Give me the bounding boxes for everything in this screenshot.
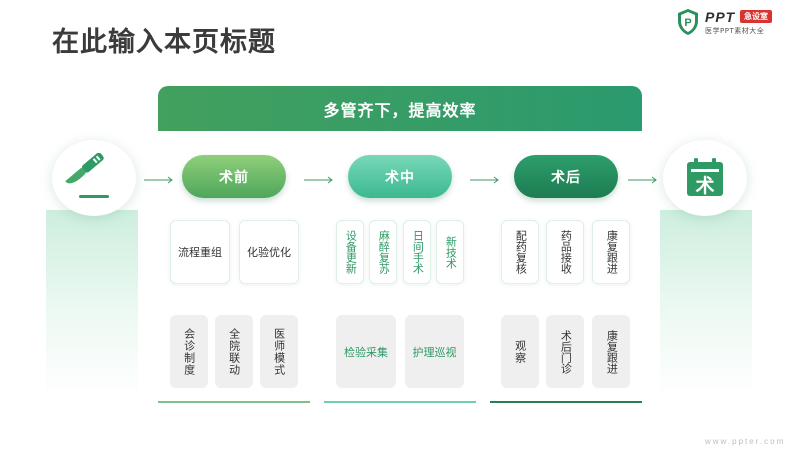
- card-process-reorg: 流程重组: [170, 220, 230, 284]
- card-label: 化验优化: [247, 246, 291, 259]
- card-label: 术后门诊: [559, 329, 573, 374]
- phase-underline-2: [324, 401, 476, 403]
- brand-logo: P PPT 急设室 医学PPT素材大全: [676, 8, 794, 38]
- page-title: 在此输入本页标题: [52, 27, 276, 58]
- flow-arrow-3: [470, 176, 499, 184]
- flow-arrow-1: [144, 176, 173, 184]
- logo-brand-text: PPT: [705, 9, 736, 25]
- card-label: 医师模式: [272, 327, 286, 376]
- card-observe: 观察: [501, 315, 539, 388]
- card-label: 药品接收: [559, 230, 573, 274]
- card-day-surgery: 日间手术: [403, 220, 431, 284]
- card-drug-receive: 药品接收: [546, 220, 584, 284]
- card-anesthesia-recovery: 麻醉复苏: [369, 220, 397, 284]
- card-label: 配药复核: [514, 230, 528, 274]
- card-specimen-collect: 检验采集: [336, 315, 396, 388]
- card-label: 检验采集: [344, 345, 388, 359]
- card-label: 流程重组: [178, 246, 222, 259]
- card-consult-system: 会诊制度: [170, 315, 208, 388]
- card-rehab-followup-top: 康复跟进: [592, 220, 630, 284]
- scalpel-badge: [52, 140, 136, 216]
- phase-underline-1: [158, 401, 310, 403]
- card-label: 全院联动: [227, 327, 241, 376]
- card-label: 设备更新: [344, 230, 358, 274]
- card-equipment-update: 设备更新: [336, 220, 364, 284]
- card-label: 新技术: [444, 235, 458, 269]
- footer-url: www.ppter.com: [705, 437, 786, 446]
- card-physician-mode: 医师模式: [260, 315, 298, 388]
- card-lab-optimize: 化验优化: [239, 220, 299, 284]
- card-label: 日间手术: [411, 230, 425, 274]
- card-postop-clinic: 术后门诊: [546, 315, 584, 388]
- card-label: 护理巡视: [412, 345, 457, 359]
- flow-arrow-4: [628, 176, 657, 184]
- phase-postop: 术后: [514, 155, 618, 198]
- right-side-column: [660, 210, 752, 400]
- card-label: 康复跟进: [605, 329, 619, 374]
- surgery-sign-badge: 术: [663, 140, 747, 216]
- left-side-column: [46, 210, 138, 400]
- surgery-sign-icon: 术: [687, 158, 723, 197]
- card-label: 麻醉复苏: [377, 230, 391, 274]
- flow-arrow-2: [304, 176, 333, 184]
- card-hospital-link: 全院联动: [215, 315, 253, 388]
- card-new-tech: 新技术: [436, 220, 464, 284]
- phase-underline-3: [490, 401, 642, 403]
- card-nursing-rounds: 护理巡视: [405, 315, 464, 388]
- scalpel-icon: [65, 153, 109, 198]
- card-label: 观察: [513, 339, 527, 364]
- card-label: 康复跟进: [605, 230, 619, 274]
- shield-logo-icon: P: [678, 9, 698, 35]
- card-rehab-followup-bottom: 康复跟进: [592, 315, 630, 388]
- card-dispense-check: 配药复核: [501, 220, 539, 284]
- phase-intraop: 术中: [348, 155, 452, 198]
- logo-subtitle: 医学PPT素材大全: [705, 27, 765, 35]
- phase-preop: 术前: [182, 155, 286, 198]
- logo-badge: 急设室: [740, 10, 772, 23]
- banner-heading: 多管齐下，提高效率: [158, 86, 642, 131]
- card-label: 会诊制度: [182, 327, 196, 376]
- svg-text:P: P: [684, 17, 691, 29]
- surgery-sign-glyph: 术: [695, 175, 714, 197]
